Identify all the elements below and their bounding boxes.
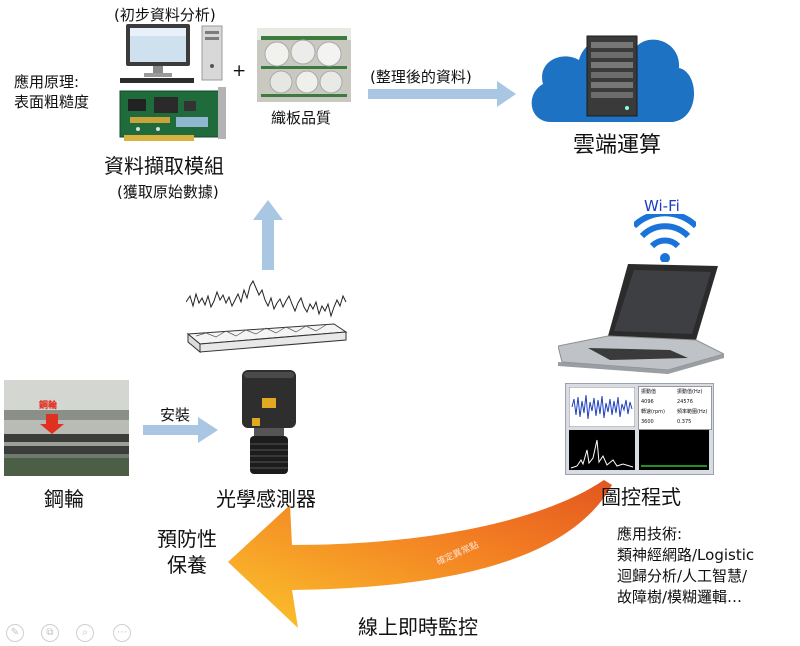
data-acquisition-module-label: 資料擷取模組 [104,154,224,178]
surface-roughness-signal [186,279,348,354]
daq-card-icon [119,87,226,141]
plus-sign: + [232,61,247,81]
cloud-computing-icon [531,35,695,122]
more-icon[interactable]: ⋯ [113,624,131,642]
online-monitoring-label: 線上即時監控 [358,615,478,639]
preliminary-analysis-label: (初步資料分析) [114,6,216,24]
applied-tech-line-2: 迴歸分析/人工智慧/ [617,567,748,585]
applied-tech-title: 應用技術: [617,525,683,543]
raw-data-label: (獲取原始數據) [117,183,219,201]
applied-tech-line-3: 故障樹/模糊邏輯… [617,588,743,606]
optical-sensor-label: 光學感測器 [216,487,316,511]
surface-roughness-label: 表面粗糙度 [14,93,90,111]
optical-sensor-icon [242,370,296,474]
graphical-program-label: 圖控程式 [601,485,681,509]
waveform-plot [569,387,635,427]
preventive-maintenance-line-1: 預防性 [157,527,217,551]
graphical-program-screenshot: 振動值 振動值(Hz) 4096 24576 轉速(rpm) 頻率範圍(Hz) 360… [565,383,714,475]
copy-slide-icon[interactable]: ⧉ [41,624,59,642]
spectrum-plot-right [639,430,709,470]
preventive-maintenance-arrow [228,480,612,628]
steel-wheel-label: 鋼輪 [44,487,84,511]
table-cell: 轉速(rpm) [641,409,666,415]
fabric-quality-label: 織板品質 [271,109,332,127]
table-cell: 振動值 [641,389,657,395]
steel-wheel-tag: 鋼輪 [39,401,58,411]
arrow-install [143,417,218,443]
fabric-rolls-photo [257,28,351,102]
organized-data-label: (整理後的資料) [370,68,472,86]
steel-wheel-photo [4,380,129,476]
table-cell: 0.375 [677,419,692,425]
pen-icon[interactable]: ✎ [6,624,24,642]
cloud-computing-label: 雲端運算 [573,133,662,158]
table-cell: 4096 [641,399,654,405]
application-principle-label: 應用原理: [14,73,80,91]
parameters-table: 振動值 振動值(Hz) 4096 24576 轉速(rpm) 頻率範圍(Hz) 360… [638,386,712,430]
install-label: 安裝 [160,406,191,424]
laptop-icon [558,264,724,374]
wifi-icon [634,214,696,262]
spectrum-plot-left [569,430,635,470]
applied-tech-line-1: 類神經網路/Logistic [617,546,755,564]
preventive-maintenance-line-2: 保養 [167,553,207,577]
table-cell: 振動值(Hz) [677,389,703,395]
zoom-icon[interactable]: ⌕ [76,624,94,642]
arrow-to-cloud [368,81,516,107]
table-cell: 頻率範圍(Hz) [677,409,708,415]
table-cell: 3600 [641,419,654,425]
desktop-computer-icon [120,24,223,83]
arrow-up-to-daq [253,200,283,270]
wifi-label: Wi-Fi [644,197,680,215]
table-cell: 24576 [677,399,693,405]
